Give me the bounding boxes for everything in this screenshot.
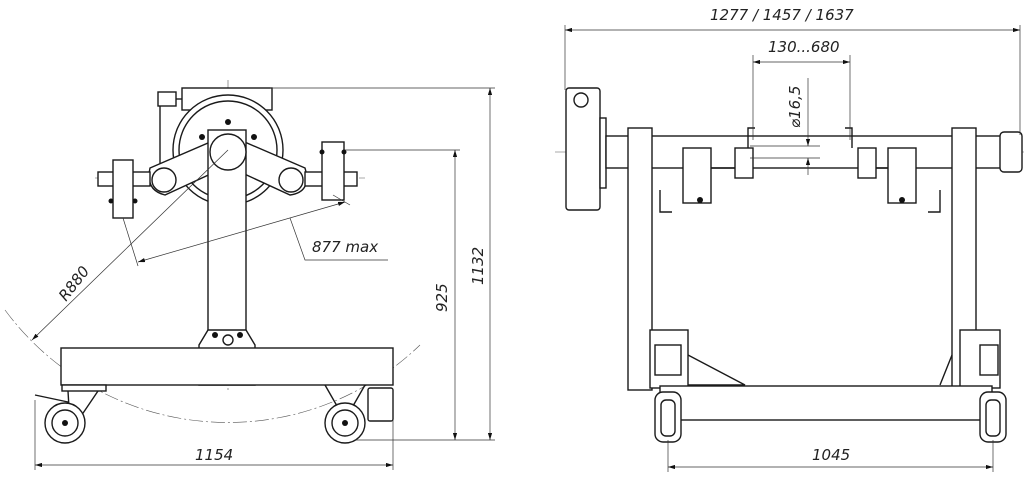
main-tube bbox=[605, 135, 1021, 169]
bottom-rail bbox=[659, 385, 993, 421]
clamp-right bbox=[845, 127, 941, 213]
front-view: 1277 / 1457 / 1637 130...680 ⌀16,5 1045 bbox=[555, 6, 1024, 472]
dim-arm-span: 877 max bbox=[312, 238, 378, 256]
base-beam bbox=[60, 347, 394, 386]
dim-overall-lengths: 1277 / 1457 / 1637 bbox=[710, 6, 854, 24]
dim-total-height: 1132 bbox=[469, 247, 487, 285]
frame-uprights bbox=[627, 127, 1001, 391]
column bbox=[198, 129, 256, 386]
dim-diameter: ⌀16,5 bbox=[786, 86, 804, 128]
dim-base-width: 1154 bbox=[195, 446, 233, 464]
mounting-arms bbox=[97, 139, 358, 219]
caster-right bbox=[324, 384, 394, 444]
mounting-plate bbox=[565, 87, 607, 211]
clamp-left bbox=[659, 127, 755, 213]
dim-wheel-track: 1045 bbox=[812, 446, 850, 464]
side-view: 1154 925 1132 R880 877 max bbox=[4, 80, 495, 470]
dim-axis-height: 925 bbox=[433, 283, 451, 312]
dim-radius: R880 bbox=[55, 263, 93, 305]
dim-adjust-range: 130...680 bbox=[768, 38, 840, 56]
caster-left bbox=[34, 384, 107, 444]
